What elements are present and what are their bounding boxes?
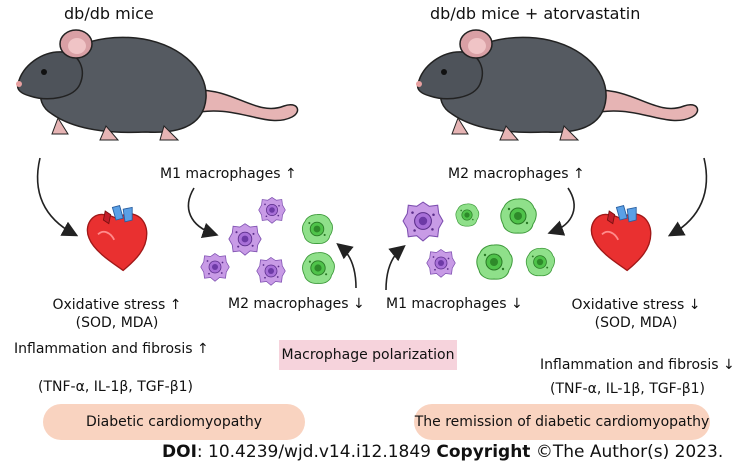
arrow-m2-up-right [547, 187, 575, 236]
left-macrophage-cluster [200, 197, 335, 286]
right-cytokines: (TNF-α, IL-1β, TGF-β1) [550, 381, 706, 397]
copyright-label: Copyright [436, 442, 531, 462]
right-inflammation-label: Inflammation and fibrosis ↓ [540, 357, 735, 373]
heart-left [86, 204, 148, 272]
macrophage-polarization-tag: Macrophage polarization [279, 340, 457, 370]
m2-cell [302, 252, 335, 284]
right-oxidative-markers: (SOD, MDA) [594, 315, 678, 331]
footer-citation: DOI: 10.4239/wjd.v14.i12.1849 Copyright … [162, 442, 723, 462]
m2-cell [500, 198, 537, 234]
heart-right [590, 204, 652, 272]
left-oxidative-label: Oxidative stress ↑ [52, 297, 182, 313]
left-cytokines: (TNF-α, IL-1β, TGF-β1) [38, 379, 194, 395]
m1-cell [426, 249, 456, 278]
copyright-value: ©The Author(s) 2023. [530, 442, 724, 462]
right-outcome-pill: The remission of diabetic cardiomyopathy [414, 404, 710, 440]
left-outcome-pill: Diabetic cardiomyopathy [43, 404, 305, 440]
right-m1-label: M1 macrophages ↓ [386, 296, 523, 312]
left-inflammation-label: Inflammation and fibrosis ↑ [14, 341, 209, 357]
arrow-m2-down-left [336, 242, 357, 289]
right-oxidative-label: Oxidative stress ↓ [571, 297, 701, 313]
mouse-right [415, 29, 699, 141]
left-m2-label: M2 macrophages ↓ [228, 296, 365, 312]
arrow-m1-down-right [385, 244, 406, 291]
right-macrophage-cluster [402, 198, 555, 280]
arrow-mouse-to-heart-left [36, 157, 79, 237]
m1-cell [200, 253, 230, 282]
arrow-mouse-to-heart-right [667, 157, 708, 237]
right-m2-label: M2 macrophages ↑ [448, 166, 585, 182]
m1-cell [258, 197, 286, 224]
m2-cell [455, 203, 480, 227]
doi-value: : 10.4239/wjd.v14.i12.1849 [196, 442, 431, 462]
doi-label: DOI [162, 442, 197, 462]
m1-cell [402, 201, 444, 242]
left-m1-label: M1 macrophages ↑ [160, 166, 297, 182]
m2-cell [525, 247, 555, 277]
left-title: db/db mice [64, 4, 154, 23]
m1-cell [228, 223, 262, 256]
m2-cell [302, 213, 333, 245]
arrow-m1-up-left [187, 187, 219, 239]
mouse-left [15, 29, 299, 141]
left-oxidative-markers: (SOD, MDA) [75, 315, 159, 331]
m2-cell [476, 244, 513, 280]
m1-cell [256, 257, 286, 286]
right-title: db/db mice + atorvastatin [430, 4, 641, 23]
